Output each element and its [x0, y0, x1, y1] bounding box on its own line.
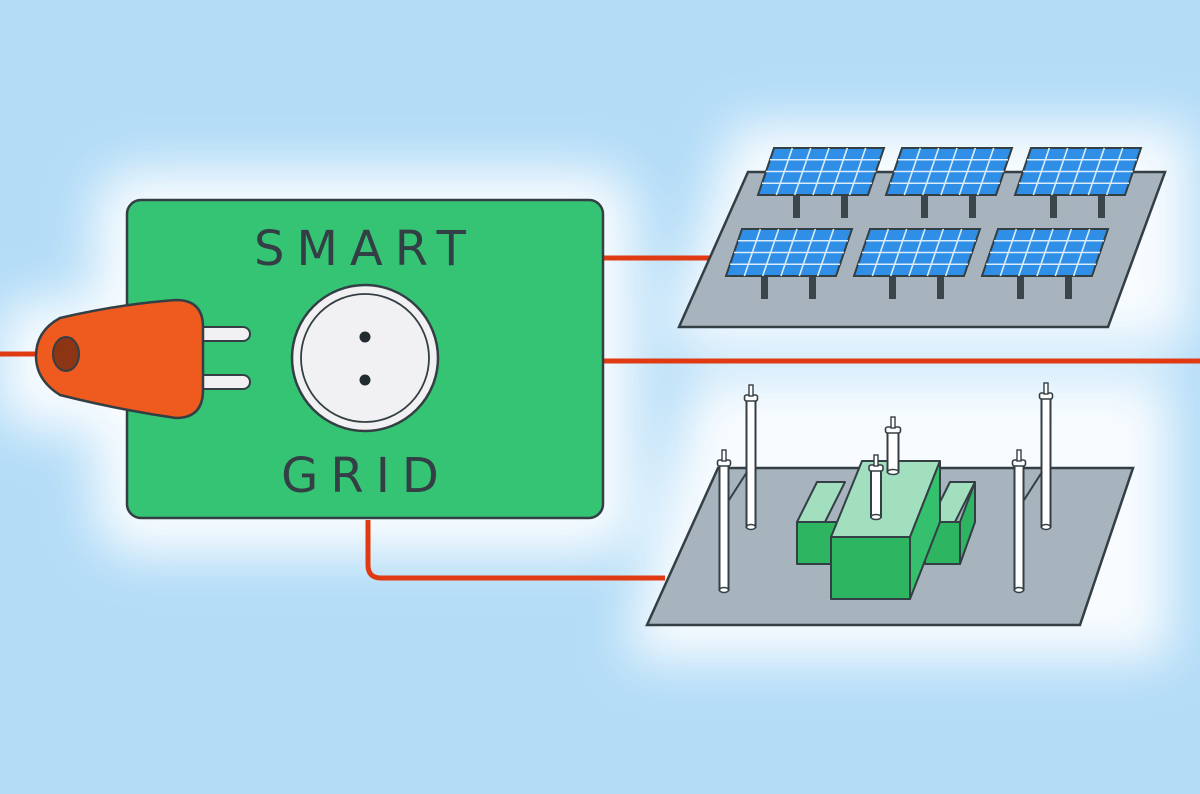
substation-transformer-icon [796, 460, 976, 600]
electric-plug-icon [34, 298, 251, 420]
grid-label: GRID [281, 448, 451, 504]
wall-socket-icon [290, 283, 440, 433]
solar-farm [677, 147, 1167, 329]
solar-panel-icon [724, 228, 854, 299]
insulator-pole-icon [743, 384, 759, 531]
solar-panel-icon [884, 147, 1014, 218]
solar-panel-icon [852, 228, 982, 299]
insulator-poles [716, 382, 1054, 594]
solar-panel-icon [980, 228, 1110, 299]
insulator-pole-icon [868, 454, 884, 521]
solar-panel-icon [1013, 147, 1143, 218]
insulator-pole-icon [716, 449, 732, 594]
insulator-pole-icon [1011, 449, 1027, 594]
cable-to-substation [365, 520, 665, 581]
insulator-pole-icon [1038, 382, 1054, 531]
solar-panel-icon [756, 147, 886, 218]
insulator-pole-icon [884, 416, 902, 476]
solar-panel-array [724, 147, 1143, 299]
smart-grid-box: SMART GRID [125, 198, 605, 520]
smart-label: SMART [254, 221, 478, 277]
substation [645, 382, 1135, 627]
